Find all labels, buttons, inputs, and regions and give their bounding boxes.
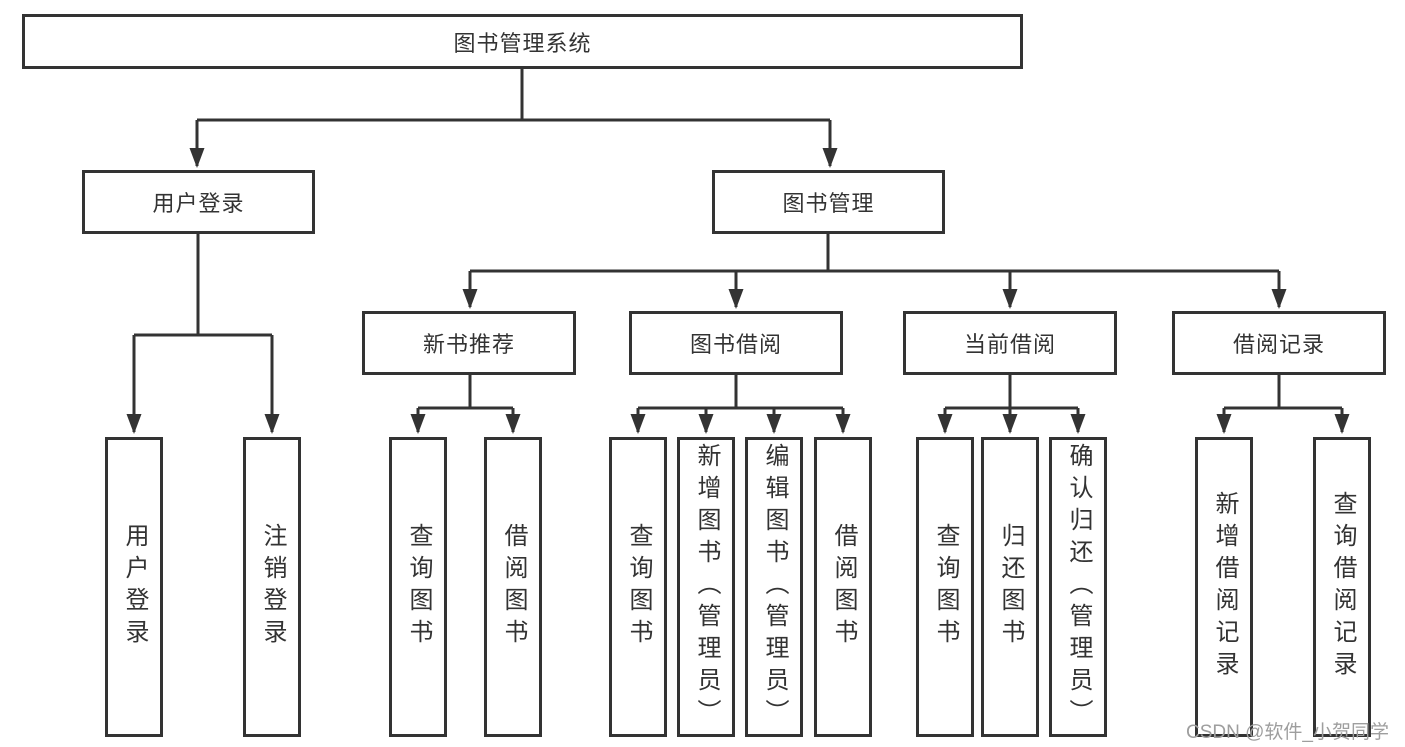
leaf-confirm-return-admin: 确认归还（管理员）	[1049, 437, 1107, 737]
node-user-login-label: 用户登录	[152, 191, 245, 216]
node-root: 图书管理系统	[22, 14, 1023, 69]
leaf-logout: 注销登录	[243, 437, 301, 737]
node-book-management: 图书管理	[712, 170, 945, 234]
leaf-add-borrow-record: 新增借阅记录	[1195, 437, 1253, 737]
node-new-book-recommend: 新书推荐	[362, 311, 576, 375]
node-user-login: 用户登录	[82, 170, 315, 234]
leaf-query-book-1: 查询图书	[389, 437, 447, 737]
leaf-edit-book-admin: 编辑图书（管理员）	[745, 437, 803, 737]
leaf-borrow-book-2: 借阅图书	[814, 437, 872, 737]
leaf-add-book-admin: 新增图书（管理员）	[677, 437, 735, 737]
node-book-borrow: 图书借阅	[629, 311, 843, 375]
node-borrow-records: 借阅记录	[1172, 311, 1386, 375]
leaf-return-book: 归还图书	[981, 437, 1039, 737]
leaf-user-login: 用户登录	[105, 437, 163, 737]
leaf-query-borrow-record: 查询借阅记录	[1313, 437, 1371, 737]
node-root-label: 图书管理系统	[453, 30, 592, 56]
leaf-query-book-2: 查询图书	[609, 437, 667, 737]
node-book-management-label: 图书管理	[782, 191, 875, 216]
leaf-borrow-book-1: 借阅图书	[484, 437, 542, 737]
watermark-text: CSDN @软件_小贺同学	[1186, 722, 1389, 743]
leaf-query-book-3: 查询图书	[916, 437, 974, 737]
node-current-borrow: 当前借阅	[903, 311, 1117, 375]
